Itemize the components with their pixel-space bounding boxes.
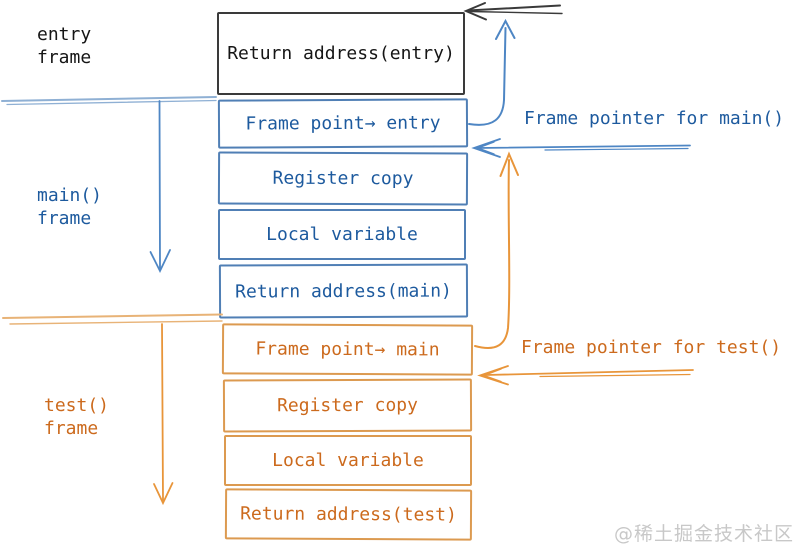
orange-down-arrow [153,323,174,506]
stack-box-register-copy-test: Register copy [222,378,473,433]
stack-box-register-copy-main: Register copy [217,151,469,206]
frame-pointer-test-annotation: Frame pointer for test() [521,337,782,358]
stack-box-return-address-main: Return address(main) [218,263,469,319]
stack-box-frame-point-entry: Frame point→ entry [217,98,469,149]
watermark: @稀土掘金技术社区 [613,523,794,545]
test-frame-label: test() frame [44,394,109,440]
stack-box-return-address-entry: Return address(entry) [217,12,465,95]
entry-main-divider-line [1,96,217,106]
entry-frame-label-line1: entry [37,24,92,45]
entry-frame-label-line2: frame [37,47,92,68]
orange-left-arrow [477,365,694,386]
stack-box-return-address-test: Return address(test) [224,488,473,541]
stack-box-local-variable-test: Local variable [224,435,472,486]
stack-box-frame-point-main: Frame point→ main [221,323,474,376]
blue-down-arrow [149,100,171,274]
blue-curved-up-arrow [468,18,516,126]
main-frame-label-line2: frame [37,208,92,229]
stack-box-local-variable-main: Local variable [218,209,466,260]
main-test-divider-line [2,313,223,325]
main-frame-label-line1: main() [37,185,103,206]
orange-curved-up-arrow [474,151,519,349]
frame-pointer-main-annotation: Frame pointer for main() [524,108,785,129]
main-frame-label: main() frame [37,184,102,230]
test-frame-label-line2: frame [44,418,99,439]
entry-frame-label: entry frame [37,23,91,69]
blue-left-arrow [471,138,691,158]
test-frame-label-line1: test() [44,395,110,416]
black-left-arrow [463,2,563,21]
